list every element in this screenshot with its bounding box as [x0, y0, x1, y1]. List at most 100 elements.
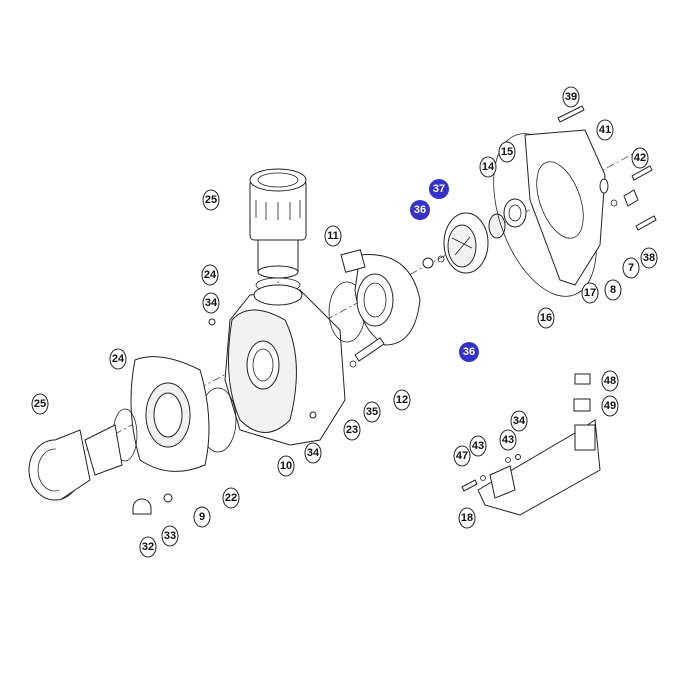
callout-label: 14	[482, 161, 495, 173]
callout-bubble	[458, 507, 476, 529]
callout-32: 32	[139, 536, 157, 558]
callout-label: 32	[142, 541, 154, 553]
callout-bubble	[410, 200, 430, 220]
callout-bubble	[453, 445, 471, 467]
part-plug-7	[623, 189, 639, 207]
part-union-top	[249, 168, 307, 279]
callout-33: 33	[161, 525, 179, 547]
part-cap-48	[574, 373, 591, 385]
callout-bubble	[304, 442, 322, 464]
callout-10: 10	[277, 455, 295, 477]
callout-41: 41	[596, 119, 614, 141]
part-pump-housing	[224, 284, 346, 446]
callout-label: 24	[112, 353, 125, 365]
callout-label: 43	[502, 434, 514, 446]
part-seal-15	[503, 198, 527, 228]
callout-bubble	[393, 389, 411, 411]
callout-bubble	[537, 307, 555, 329]
callout-47: 47	[453, 445, 471, 467]
callout-label: 33	[164, 530, 176, 542]
callout-43: 43	[469, 435, 487, 457]
part-screw-42	[631, 165, 653, 181]
callout-22: 22	[222, 487, 240, 509]
callout-label: 34	[307, 447, 320, 459]
callout-9: 9	[193, 506, 211, 528]
callout-bubble	[581, 282, 599, 304]
callout-37: 37	[429, 179, 449, 199]
part-bolt-39	[557, 105, 585, 123]
part-washer-43b	[505, 457, 511, 463]
callout-label: 15	[501, 146, 513, 158]
callout-label: 22	[225, 492, 237, 504]
callout-label: 25	[205, 194, 217, 206]
callout-bubble	[498, 141, 516, 163]
callout-label: 41	[599, 124, 611, 136]
callout-label: 8	[610, 284, 616, 296]
callout-label: 7	[628, 262, 634, 274]
part-union-front	[28, 424, 123, 501]
callout-bubble	[31, 393, 49, 415]
part-washer-43a	[480, 475, 486, 481]
callout-36: 36	[459, 342, 479, 362]
callout-bubble	[324, 225, 342, 247]
callout-8: 8	[604, 279, 622, 301]
callout-bubble	[343, 419, 361, 441]
callout-38: 38	[640, 247, 658, 269]
callout-label: 18	[461, 512, 473, 524]
part-flange	[130, 356, 210, 472]
callout-17: 17	[581, 282, 599, 304]
callout-label: 9	[199, 511, 205, 523]
callout-label: 10	[280, 460, 292, 472]
callout-bubble	[161, 525, 179, 547]
callout-35: 35	[363, 401, 381, 423]
callout-label: 16	[540, 312, 552, 324]
callout-24: 24	[109, 348, 127, 370]
callout-label: 37	[433, 183, 445, 195]
callout-bubble	[202, 292, 220, 314]
callout-label: 38	[643, 252, 655, 264]
callout-25: 25	[202, 189, 220, 211]
callout-bubble	[139, 536, 157, 558]
callout-bubble	[222, 487, 240, 509]
part-cap-32	[132, 498, 152, 515]
part-nut-33	[163, 493, 173, 503]
callout-label: 17	[584, 287, 596, 299]
callout-36: 36	[410, 200, 430, 220]
callout-12: 12	[393, 389, 411, 411]
callout-34: 34	[304, 442, 322, 464]
callout-label: 24	[204, 269, 217, 281]
callout-48: 48	[601, 370, 619, 392]
callout-bubble	[202, 189, 220, 211]
callout-label: 43	[472, 440, 484, 452]
part-impeller-nut	[422, 257, 434, 269]
part-seal-plate	[524, 129, 606, 286]
callout-bubble	[604, 279, 622, 301]
callout-24: 24	[201, 264, 219, 286]
part-bolt-38	[635, 215, 657, 231]
callout-42: 42	[631, 147, 649, 169]
part-nut-34b	[309, 411, 317, 419]
callout-label: 23	[346, 424, 358, 436]
callout-34: 34	[510, 410, 528, 432]
callout-bubble	[109, 348, 127, 370]
callout-7: 7	[622, 257, 640, 279]
callout-bubble	[469, 435, 487, 457]
callout-bubble	[479, 156, 497, 178]
callout-label: 36	[463, 346, 475, 358]
part-bolt-35	[354, 337, 385, 362]
callout-label: 34	[205, 297, 218, 309]
callout-15: 15	[498, 141, 516, 163]
callout-bubble	[459, 342, 479, 362]
callout-bubble	[631, 147, 649, 169]
callout-bubble	[510, 410, 528, 432]
part-washer-37	[437, 255, 445, 263]
callout-label: 34	[513, 415, 526, 427]
callout-bubble	[622, 257, 640, 279]
callout-bubble	[499, 429, 517, 451]
callout-label: 36	[414, 204, 426, 216]
callout-bubble	[201, 264, 219, 286]
part-oring-8	[610, 199, 618, 207]
callout-43: 43	[499, 429, 517, 451]
